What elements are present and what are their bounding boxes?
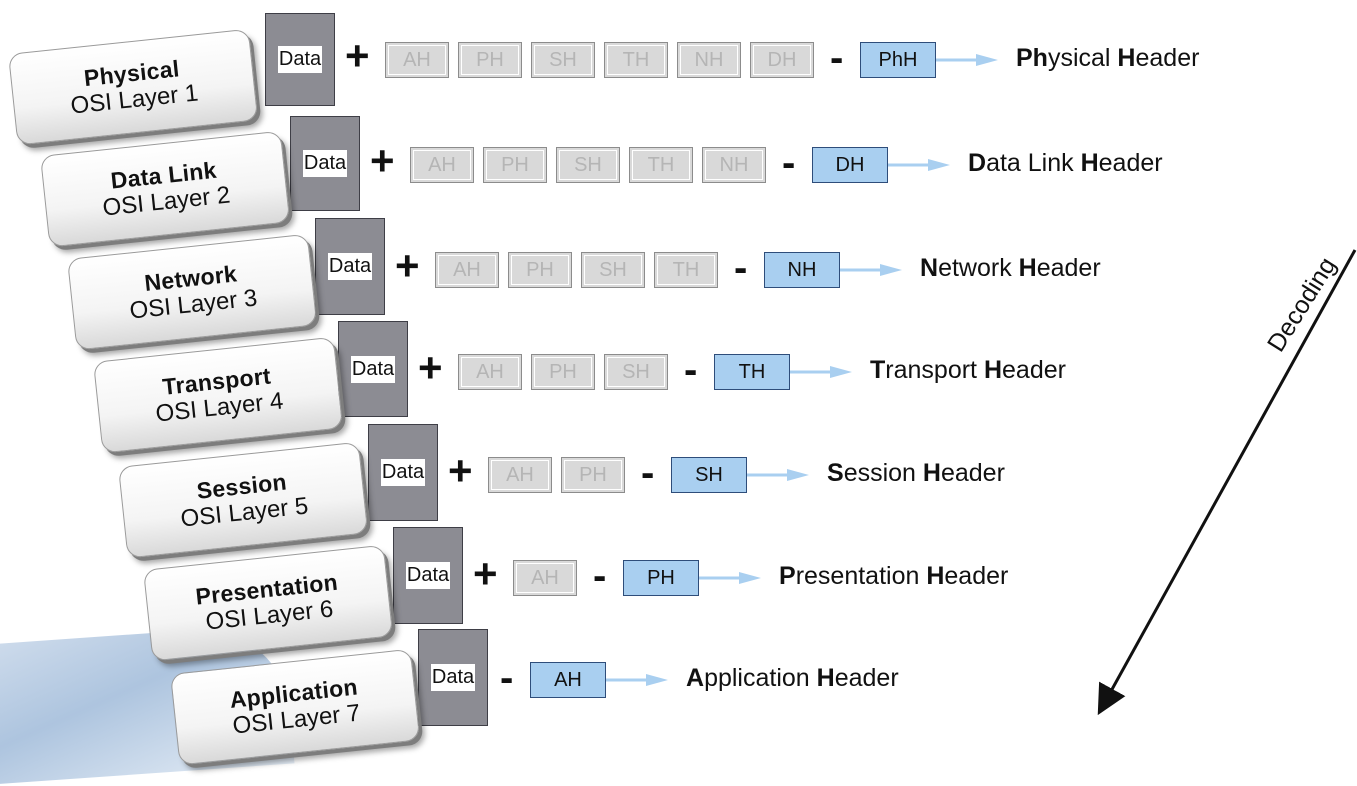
data-block: Data	[290, 116, 360, 211]
data-label: Data	[350, 355, 396, 383]
data-label: Data	[327, 253, 373, 280]
minus-sign: -	[684, 348, 698, 392]
header-description-part: H	[816, 664, 835, 692]
header-description-part: ata Link	[986, 149, 1081, 177]
data-label: Data	[277, 46, 323, 73]
stripped-header-box: PH	[458, 42, 522, 78]
header-description-part: H	[1080, 149, 1099, 177]
header-description-part: T	[870, 356, 886, 384]
stripped-header-box: PH	[561, 457, 625, 493]
header-description: Physical Header	[1016, 44, 1199, 73]
stripped-header-box: DH	[750, 42, 814, 78]
header-description: Application Header	[686, 664, 899, 693]
data-label: Data	[302, 150, 348, 177]
data-label: Data	[405, 562, 451, 589]
minus-sign: -	[830, 36, 844, 80]
minus-sign: -	[593, 554, 607, 598]
plus-sign: +	[395, 242, 420, 289]
header-description-part: H	[922, 459, 941, 487]
header-description-part: ysical	[1047, 44, 1118, 72]
header-description-part: N	[920, 254, 939, 282]
stripped-header-box: AH	[458, 354, 522, 390]
stripped-header-box: SH	[581, 252, 645, 288]
header-description-part: pplication	[704, 664, 817, 692]
data-block: Data	[315, 218, 385, 315]
stripped-header-box: TH	[629, 147, 693, 183]
layer-header-box: DH	[812, 147, 888, 183]
header-description-part: H	[926, 562, 945, 590]
plus-sign: +	[370, 137, 395, 184]
header-description-part: S	[827, 459, 844, 487]
data-block: Data	[265, 13, 335, 106]
right-arrow-icon	[936, 54, 998, 66]
header-description-part: eader	[1098, 149, 1163, 177]
right-arrow-icon	[699, 572, 761, 584]
header-description-part: ransport	[885, 356, 984, 384]
header-description-part: ession	[843, 459, 923, 487]
minus-sign: -	[782, 141, 796, 185]
decoding-arrow	[1097, 249, 1357, 716]
data-block: Data	[338, 321, 408, 417]
layer-header-box: SH	[671, 457, 747, 493]
stripped-header-box: TH	[654, 252, 718, 288]
data-label: Data	[380, 459, 426, 486]
layer-header-box: PhH	[860, 42, 936, 78]
stripped-header-box: PH	[508, 252, 572, 288]
stripped-header-box: AH	[488, 457, 552, 493]
stripped-header-box: PH	[531, 354, 595, 390]
stripped-header-box: SH	[531, 42, 595, 78]
right-arrow-icon	[747, 469, 809, 481]
plus-sign: +	[473, 550, 498, 597]
header-description-part: P	[779, 562, 796, 590]
stripped-header-box: SH	[604, 354, 668, 390]
stripped-header-box: SH	[556, 147, 620, 183]
header-description-part: A	[686, 664, 705, 692]
header-description-part: resentation	[795, 562, 927, 590]
plus-sign: +	[345, 32, 370, 79]
minus-sign: -	[500, 656, 514, 700]
layer-header-box: NH	[764, 252, 840, 288]
header-description: Session Header	[827, 459, 1005, 488]
header-description-part: eader	[1036, 254, 1101, 282]
stripped-header-box: AH	[513, 560, 577, 596]
stripped-header-box: AH	[385, 42, 449, 78]
layer-header-box: TH	[714, 354, 790, 390]
right-arrow-icon	[606, 674, 668, 686]
stripped-header-box: AH	[435, 252, 499, 288]
right-arrow-icon	[840, 264, 902, 276]
right-arrow-icon	[888, 159, 950, 171]
layer-header-box: PH	[623, 560, 699, 596]
header-description-part: eader	[940, 459, 1005, 487]
plus-sign: +	[418, 344, 443, 391]
plus-sign: +	[448, 447, 473, 494]
stripped-header-box: TH	[604, 42, 668, 78]
data-label: Data	[430, 664, 476, 691]
decoding-arrow-line	[1097, 249, 1357, 716]
stripped-header-box: NH	[677, 42, 741, 78]
data-block: Data	[418, 629, 488, 726]
layer-header-box: AH	[530, 662, 606, 698]
header-description-part: D	[968, 149, 987, 177]
data-block: Data	[368, 424, 438, 521]
header-description: Presentation Header	[779, 562, 1008, 591]
header-description: Transport Header	[870, 356, 1066, 385]
minus-sign: -	[734, 246, 748, 290]
header-description-part: H	[1018, 254, 1037, 282]
header-description-part: etwork	[938, 254, 1019, 282]
header-description-part: eader	[944, 562, 1009, 590]
header-description-part: H	[1117, 44, 1136, 72]
header-description: Network Header	[920, 254, 1101, 283]
header-description-part: Ph	[1016, 44, 1048, 72]
header-description-part: eader	[1135, 44, 1200, 72]
data-block: Data	[393, 527, 463, 624]
header-description: Data Link Header	[968, 149, 1163, 178]
minus-sign: -	[641, 451, 655, 495]
header-description-part: eader	[834, 664, 899, 692]
stripped-header-box: AH	[410, 147, 474, 183]
header-description-part: eader	[1002, 356, 1066, 384]
right-arrow-icon	[790, 366, 852, 378]
header-description-part: H	[983, 356, 1003, 384]
stripped-header-box: NH	[702, 147, 766, 183]
stripped-header-box: PH	[483, 147, 547, 183]
